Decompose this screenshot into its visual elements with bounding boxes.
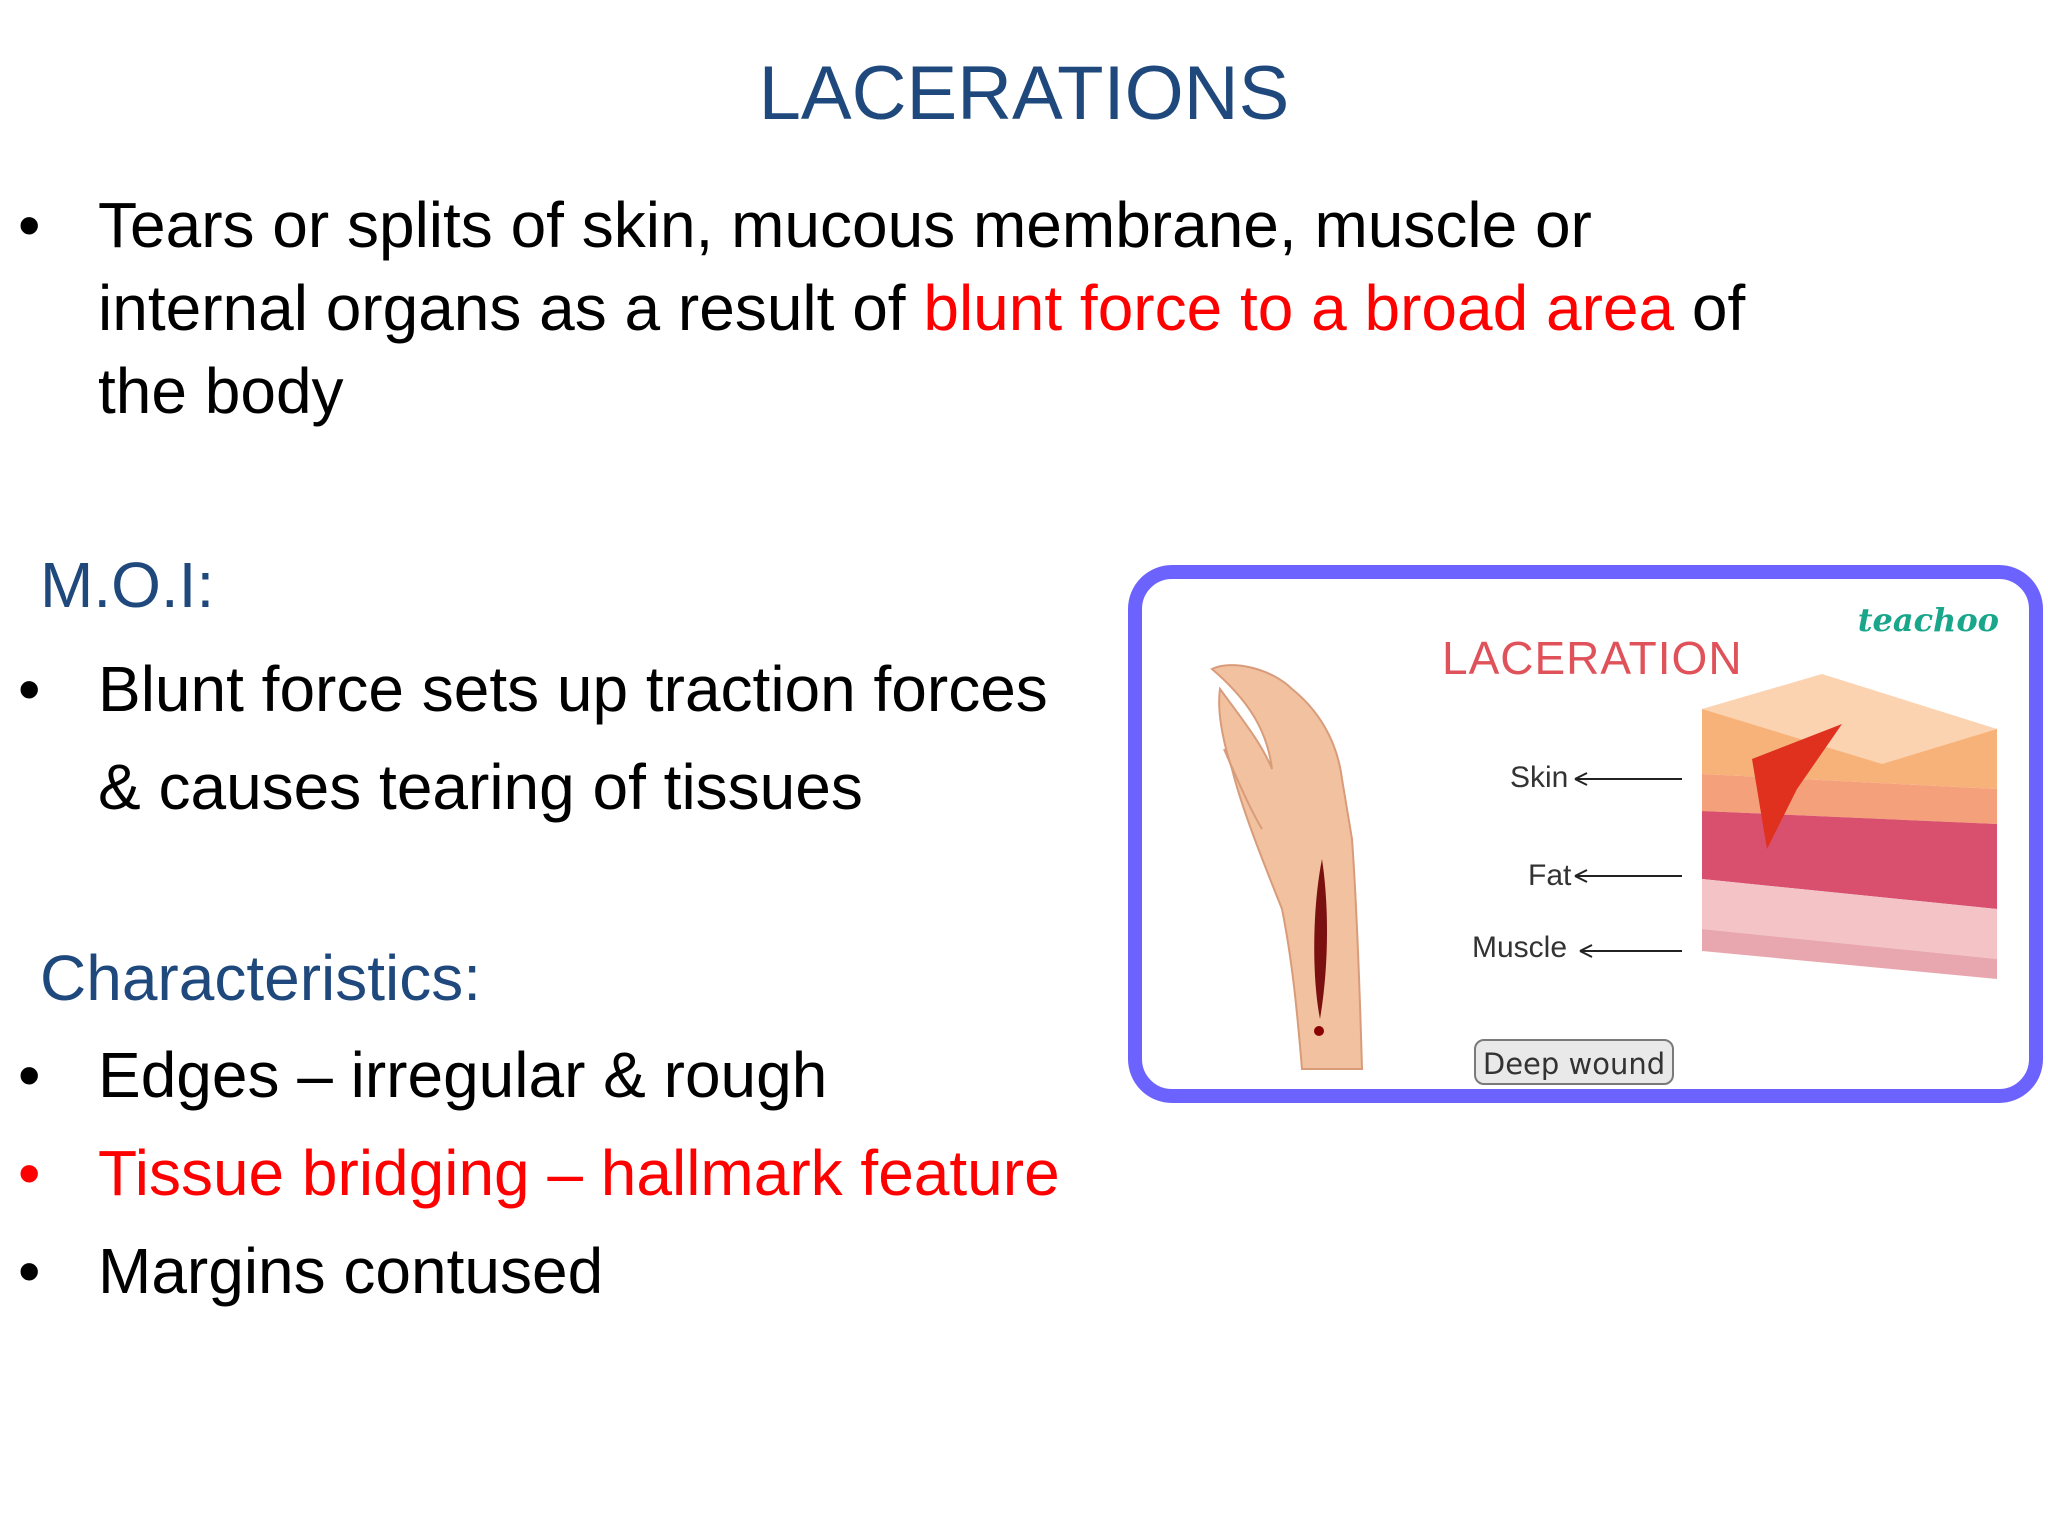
moi-line-2: & causes tearing of tissues — [98, 751, 863, 823]
moi-heading: M.O.I: — [40, 549, 215, 621]
illustration-title: LACERATION — [1442, 632, 1743, 684]
moi-bullet: • Blunt force sets up traction forces & … — [0, 640, 1118, 836]
hand-icon — [1210, 664, 1364, 1070]
characteristic-item: • Edges – irregular & rough — [0, 1034, 1118, 1117]
bullet-dot: • — [18, 1039, 41, 1111]
definition-line-3: the body — [98, 355, 344, 427]
characteristic-text: Edges – irregular & rough — [98, 1039, 828, 1111]
brand-logo: teachoo — [1857, 601, 1999, 639]
characteristic-item-highlight: • Tissue bridging – hallmark feature — [0, 1132, 1138, 1215]
wound-icon — [1314, 859, 1327, 1019]
definition-line-2: internal organs as a result of blunt for… — [98, 267, 1958, 350]
bullet-dot: • — [18, 189, 41, 261]
fat-label: Fat — [1528, 859, 1572, 892]
bullet-dot: • — [18, 1235, 41, 1307]
definition-line-2-start: internal organs as a result of — [98, 272, 924, 344]
muscle-label: Muscle — [1472, 931, 1568, 964]
bullet-dot: • — [18, 653, 41, 725]
definition-line-1: Tears or splits of skin, mucous membrane… — [98, 189, 1592, 261]
definition-text: Tears or splits of skin, mucous membrane… — [98, 184, 1958, 433]
definition-highlight: blunt force to a broad area — [923, 272, 1675, 344]
characteristic-text: Tissue bridging – hallmark feature — [98, 1137, 1060, 1209]
cut-icon — [1752, 724, 1842, 849]
laceration-illustration: LACERATION teachoo Skin Fat Muscle Deep … — [1128, 565, 2043, 1103]
moi-line-1: Blunt force sets up traction forces — [98, 653, 1048, 725]
skin-label: Skin — [1510, 761, 1569, 794]
characteristics-heading: Characteristics: — [40, 942, 481, 1014]
bullet-dot: • — [18, 1137, 41, 1209]
definition-line-2-end: of — [1674, 272, 1746, 344]
illustration-graphic — [1210, 664, 1997, 1070]
moi-text: Blunt force sets up traction forces & ca… — [98, 640, 1118, 836]
definition-bullet: • Tears or splits of skin, mucous membra… — [0, 184, 1958, 433]
characteristic-text: Margins contused — [98, 1235, 604, 1307]
deep-wound-button[interactable]: Deep wound — [1474, 1039, 1674, 1085]
slide-title: LACERATIONS — [758, 51, 1290, 136]
muscle-layer — [1702, 879, 1997, 959]
fat-layer — [1702, 811, 1997, 909]
characteristic-item: • Margins contused — [0, 1230, 1118, 1313]
